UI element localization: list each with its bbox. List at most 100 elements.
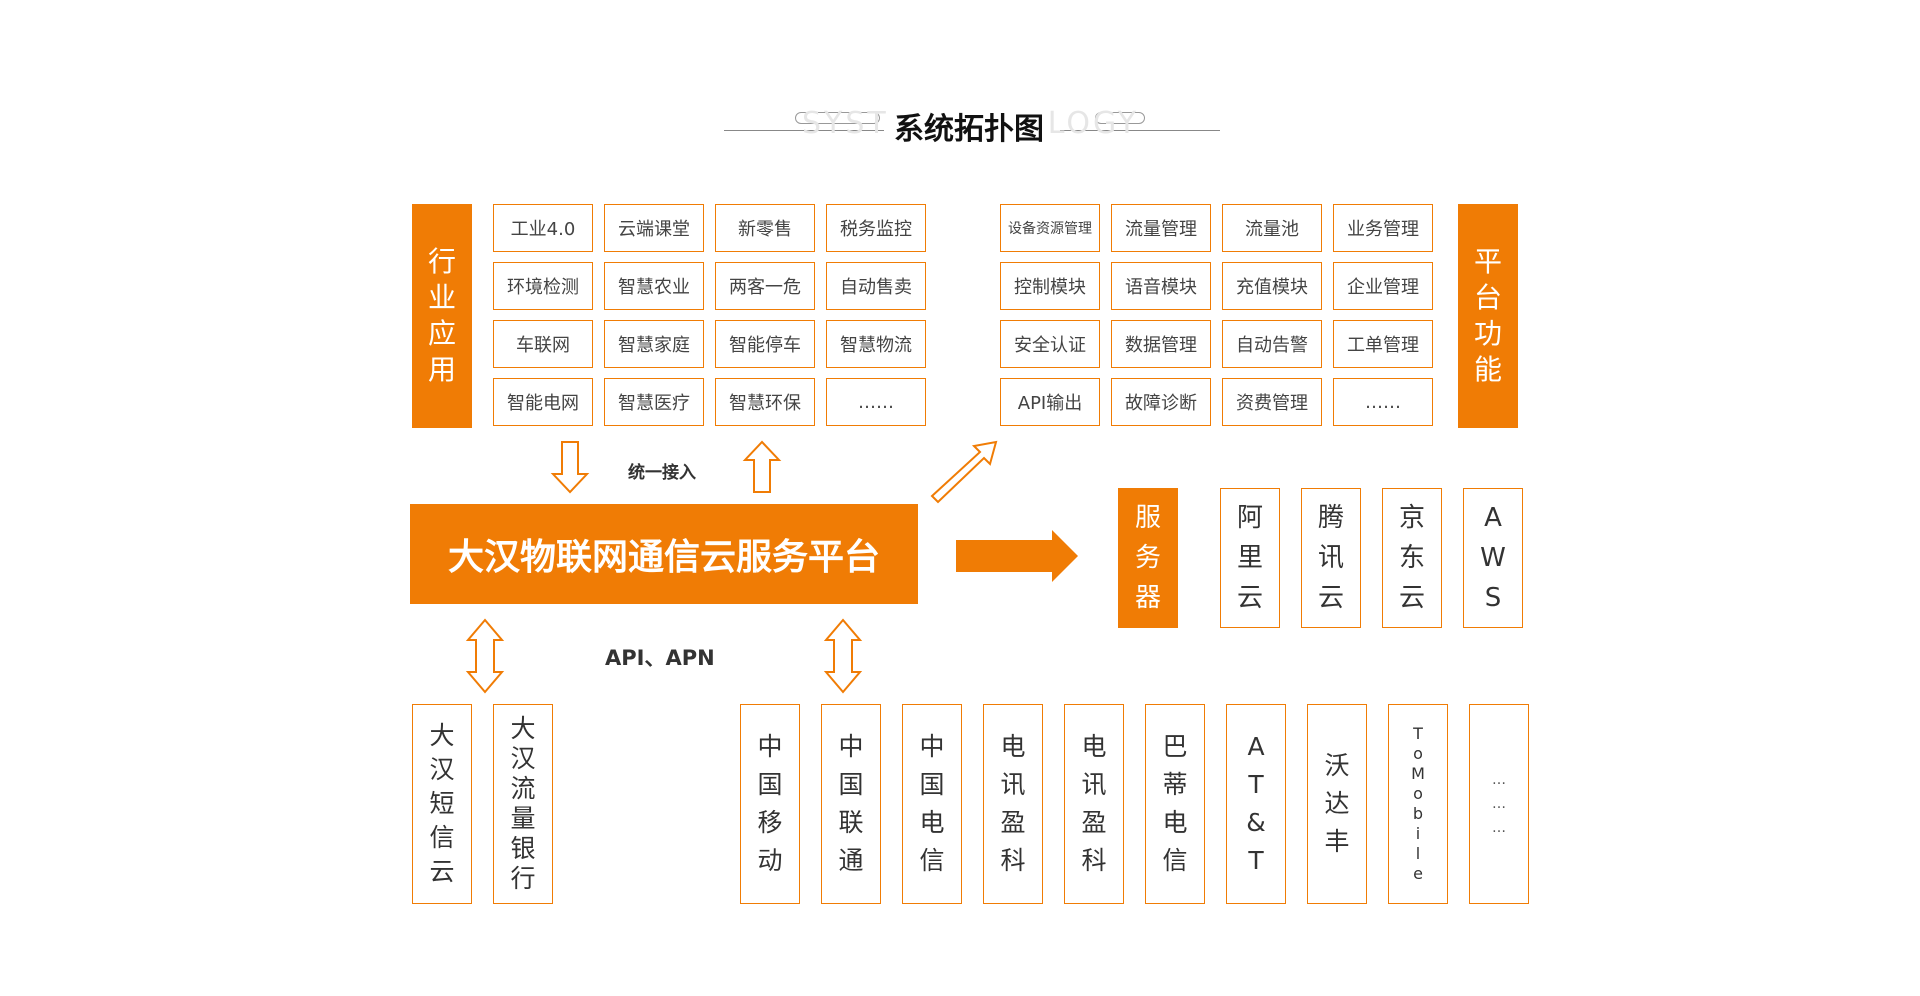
carrier-char: 电 (1000, 732, 1026, 761)
servers-label-char: 服 (1134, 503, 1161, 533)
function-cell: 流量管理 (1111, 204, 1211, 252)
function-cell: 充值模块 (1222, 262, 1322, 310)
product-char: 流 (510, 774, 536, 803)
carrier-char: 电 (1162, 808, 1188, 837)
carrier-box: 巴 蒂 电 信 (1145, 704, 1205, 904)
server-box: 腾 讯 云 (1301, 488, 1361, 628)
product-char: 银 (510, 834, 536, 863)
carrier-box: A T & T (1226, 704, 1286, 904)
platform-functions-label-char: 功 (1473, 317, 1502, 350)
industry-cell: 智能停车 (715, 320, 815, 368)
product-char: 行 (510, 864, 536, 893)
product-char: 短 (429, 789, 455, 818)
carrier-box: 沃 达 丰 (1307, 704, 1367, 904)
server-box: A W S (1463, 488, 1523, 628)
industry-cell: 自动售卖 (826, 262, 926, 310)
server-char: 腾 (1317, 503, 1344, 533)
carrier-char: 讯 (1000, 770, 1026, 799)
server-box: 京 东 云 (1382, 488, 1442, 628)
industry-cell: 税务监控 (826, 204, 926, 252)
carrier-char: 电 (1081, 732, 1107, 761)
industry-label-char: 用 (427, 353, 456, 386)
function-cell: 设备资源管理 (1000, 204, 1100, 252)
carrier-char: 移 (757, 808, 783, 837)
server-char: S (1484, 583, 1502, 613)
diagonal-arrow-icon (930, 440, 998, 504)
right-arrow-icon (956, 530, 1078, 582)
industry-cell: 两客一危 (715, 262, 815, 310)
function-cell: 自动告警 (1222, 320, 1322, 368)
industry-cell: 智慧环保 (715, 378, 815, 426)
carrier-char: T (1248, 846, 1264, 875)
carrier-char: o (1413, 744, 1423, 763)
industry-label: 行 业 应 用 (412, 204, 472, 428)
carrier-char: e (1413, 864, 1423, 883)
carrier-char: 盈 (1000, 808, 1026, 837)
down-arrow-icon (550, 441, 590, 494)
up-arrow-icon (742, 440, 782, 493)
carrier-char: 国 (838, 770, 864, 799)
server-box: 阿 里 云 (1220, 488, 1280, 628)
function-cell: 工单管理 (1333, 320, 1433, 368)
carrier-char: 沃 (1324, 751, 1350, 780)
carrier-box: … … … (1469, 704, 1529, 904)
industry-cell: …… (826, 378, 926, 426)
carrier-box: 电 讯 盈 科 (1064, 704, 1124, 904)
industry-cell: 智能电网 (493, 378, 593, 426)
carrier-char: 中 (919, 732, 945, 761)
carrier-char: 信 (1162, 846, 1188, 875)
function-cell: 控制模块 (1000, 262, 1100, 310)
carrier-char: 动 (757, 846, 783, 875)
carrier-char: 巴 (1162, 732, 1188, 761)
carrier-char: T (1413, 724, 1423, 743)
carrier-char: b (1412, 804, 1424, 823)
carrier-char: T (1248, 770, 1264, 799)
industry-cell: 智慧农业 (604, 262, 704, 310)
carrier-char: 联 (838, 808, 864, 837)
product-char: 大 (429, 721, 455, 750)
industry-cell: 云端课堂 (604, 204, 704, 252)
industry-cell: 新零售 (715, 204, 815, 252)
title-pill-right (1095, 112, 1145, 124)
server-char: A (1484, 503, 1502, 533)
servers-label-char: 器 (1134, 583, 1161, 613)
product-char: 信 (429, 823, 455, 852)
server-char: 讯 (1317, 543, 1344, 573)
title-pill-left (795, 112, 880, 124)
platform-functions-label: 平 台 功 能 (1458, 204, 1518, 428)
function-cell: 故障诊断 (1111, 378, 1211, 426)
industry-cell: 工业4.0 (493, 204, 593, 252)
product-char: 汉 (510, 744, 536, 773)
product-char: 云 (429, 857, 455, 886)
carrier-char: 蒂 (1162, 770, 1188, 799)
function-cell: 业务管理 (1333, 204, 1433, 252)
carrier-box: T o M o b i l e (1388, 704, 1448, 904)
function-cell: 安全认证 (1000, 320, 1100, 368)
function-cell: 语音模块 (1111, 262, 1211, 310)
carrier-char: & (1246, 808, 1266, 837)
carrier-char: M (1411, 764, 1425, 783)
title-line-left (724, 130, 884, 131)
industry-cell: 环境检测 (493, 262, 593, 310)
page-title: 系统拓扑图 (890, 104, 1048, 148)
function-cell: API输出 (1000, 378, 1100, 426)
industry-label-char: 行 (427, 245, 456, 278)
product-char: 大 (510, 714, 536, 743)
carrier-char: … (1492, 796, 1506, 812)
carrier-box: 中 国 移 动 (740, 704, 800, 904)
access-label: 统一接入 (628, 463, 696, 483)
servers-label-char: 务 (1134, 543, 1161, 573)
function-cell: …… (1333, 378, 1433, 426)
api-label: API、APN (605, 646, 715, 670)
carrier-char: 通 (838, 846, 864, 875)
carrier-char: 科 (1081, 846, 1107, 875)
carrier-char: 电 (919, 808, 945, 837)
product-box: 大 汉 短 信 云 (412, 704, 472, 904)
carrier-char: 丰 (1324, 827, 1350, 856)
server-char: 京 (1398, 503, 1425, 533)
carrier-box: 电 讯 盈 科 (983, 704, 1043, 904)
carrier-char: o (1413, 784, 1423, 803)
industry-label-char: 业 (427, 281, 456, 314)
title-line-right (1060, 130, 1220, 131)
